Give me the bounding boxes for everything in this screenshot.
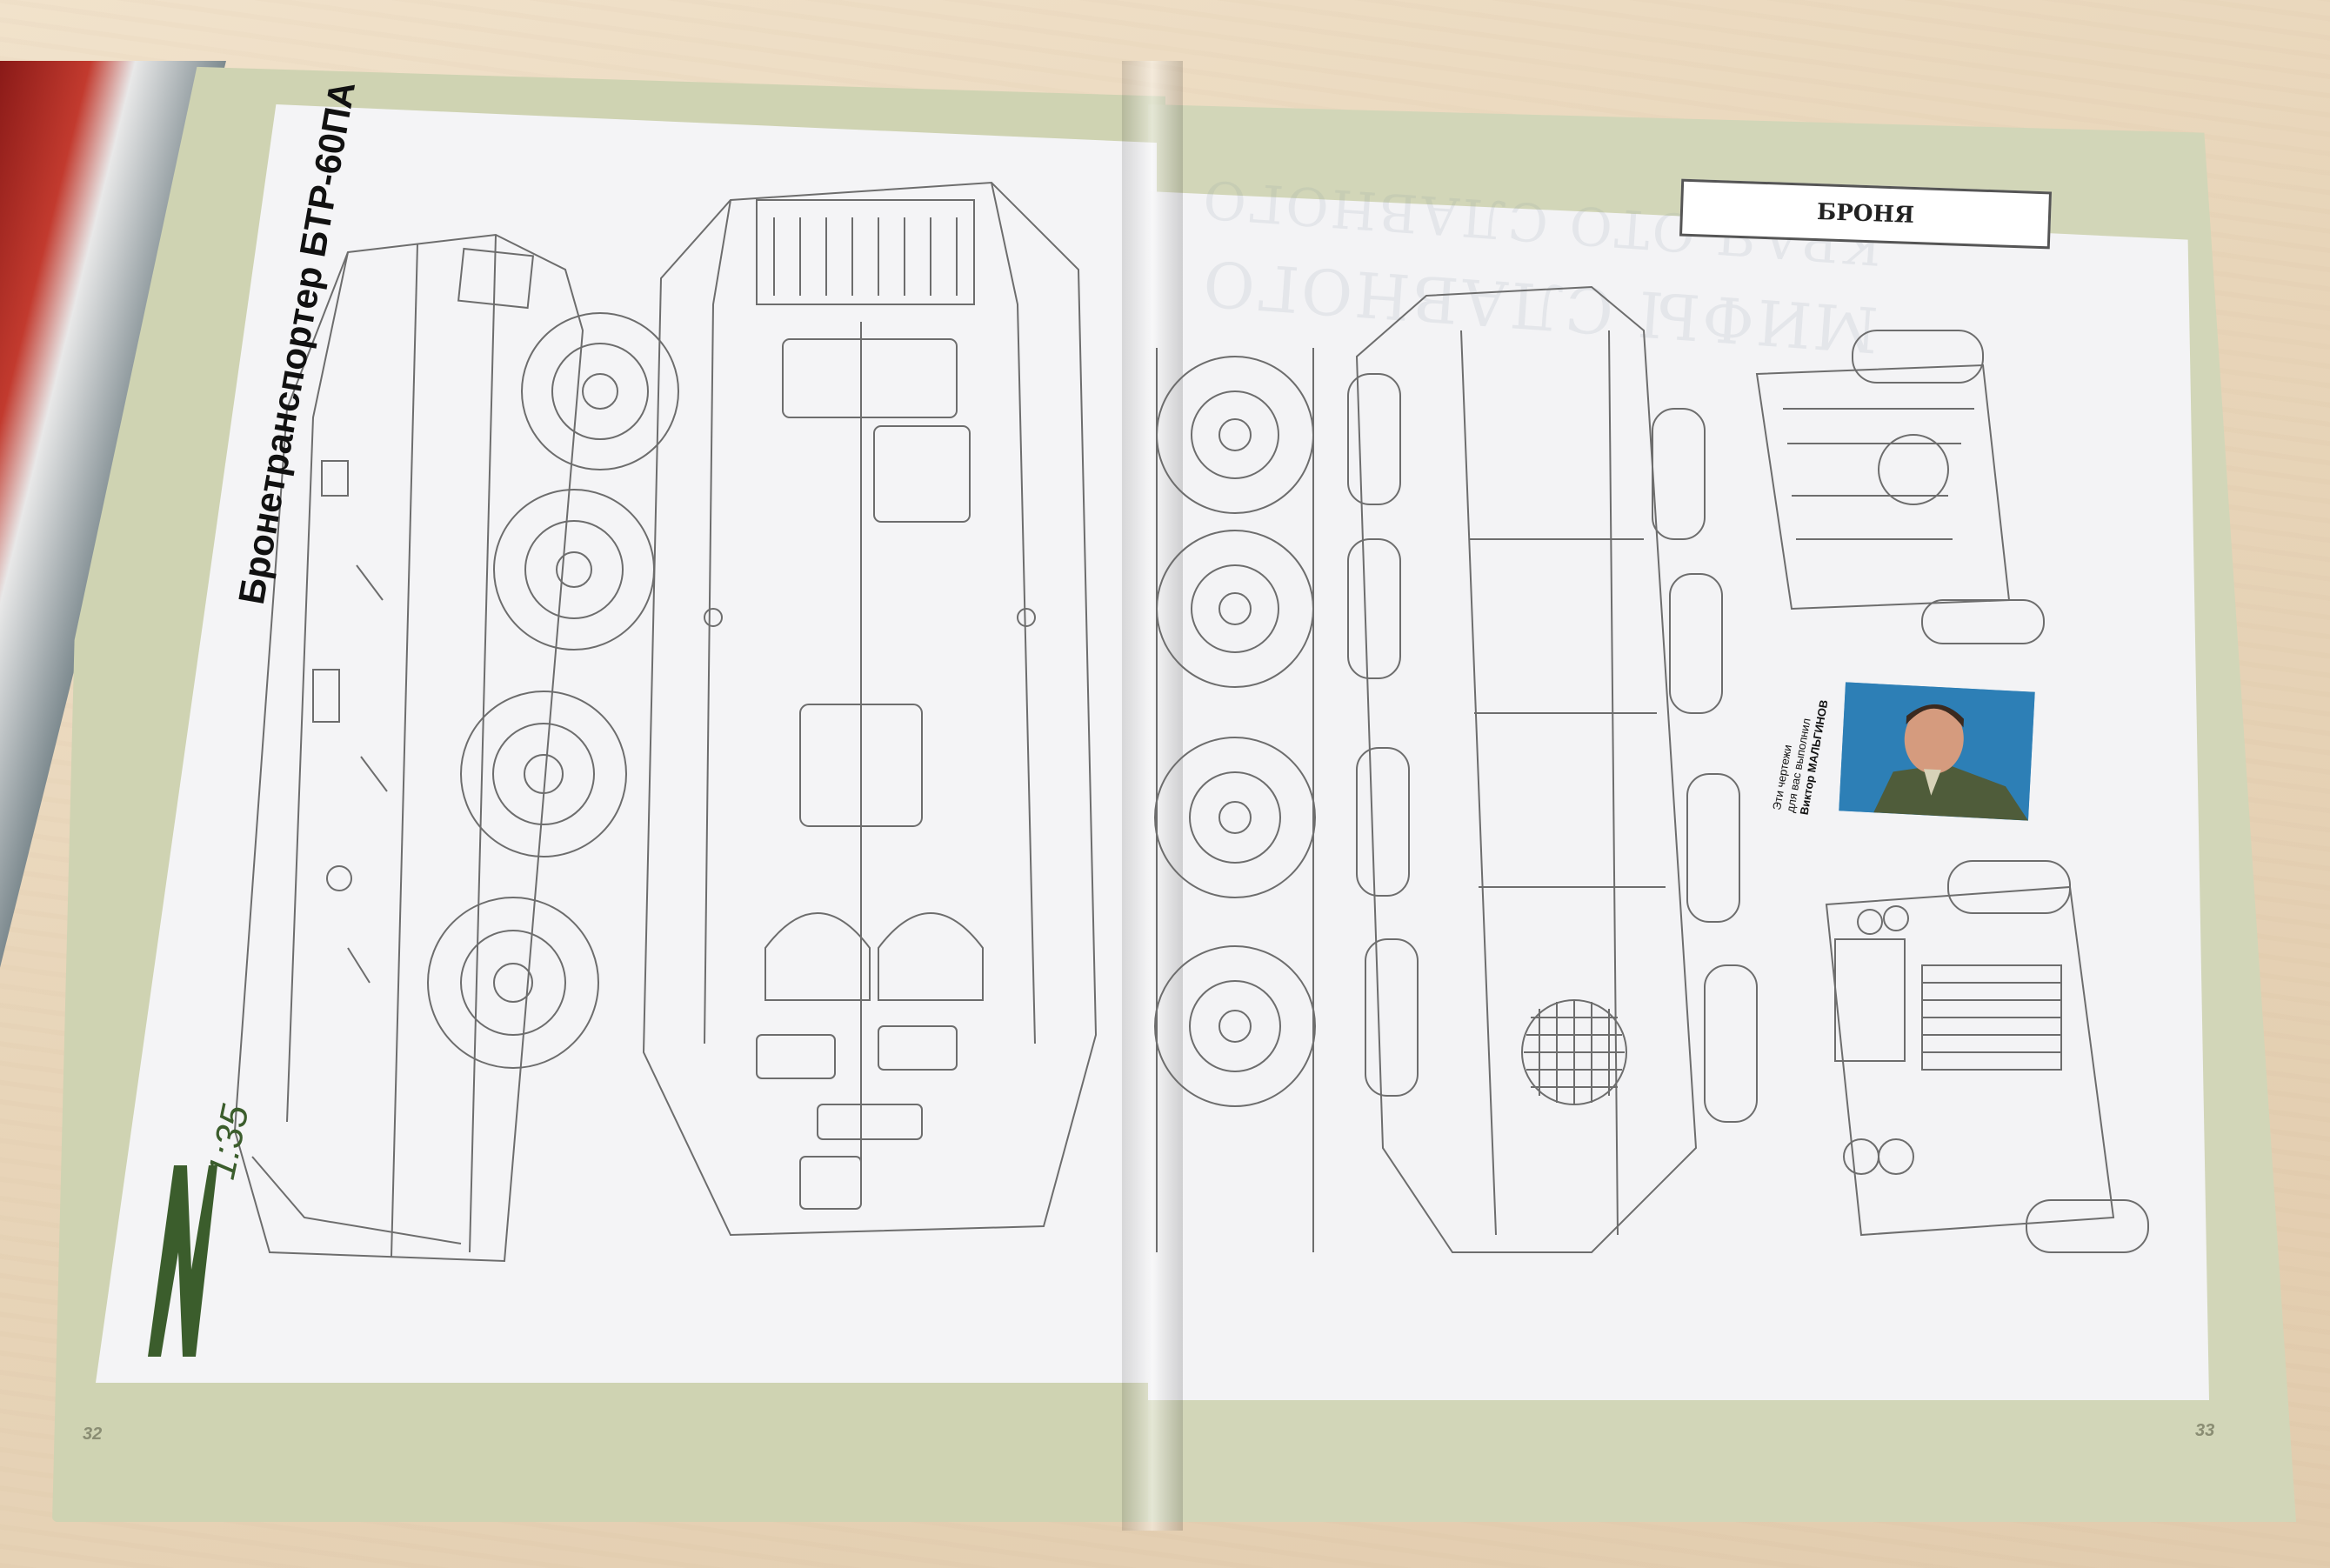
front-view-drawing: [1722, 322, 2061, 652]
magazine-logo: [139, 1165, 217, 1370]
side-view-drawing: [217, 217, 704, 1278]
page-gutter: [1122, 61, 1183, 1531]
m-logo-icon: [148, 1165, 217, 1357]
bottom-view-drawing: [1331, 278, 1783, 1270]
author-portrait-photo: [1839, 682, 2035, 821]
wheels-column-drawing: [1139, 330, 1339, 1270]
right-drawing-sheet: [1148, 191, 2209, 1400]
rear-view-drawing: [1792, 852, 2157, 1261]
top-view-drawing: [626, 165, 1113, 1244]
page-number-left: 32: [83, 1425, 103, 1444]
person-photo-icon: [1839, 682, 2035, 821]
page-number-right: 33: [2195, 1421, 2215, 1440]
